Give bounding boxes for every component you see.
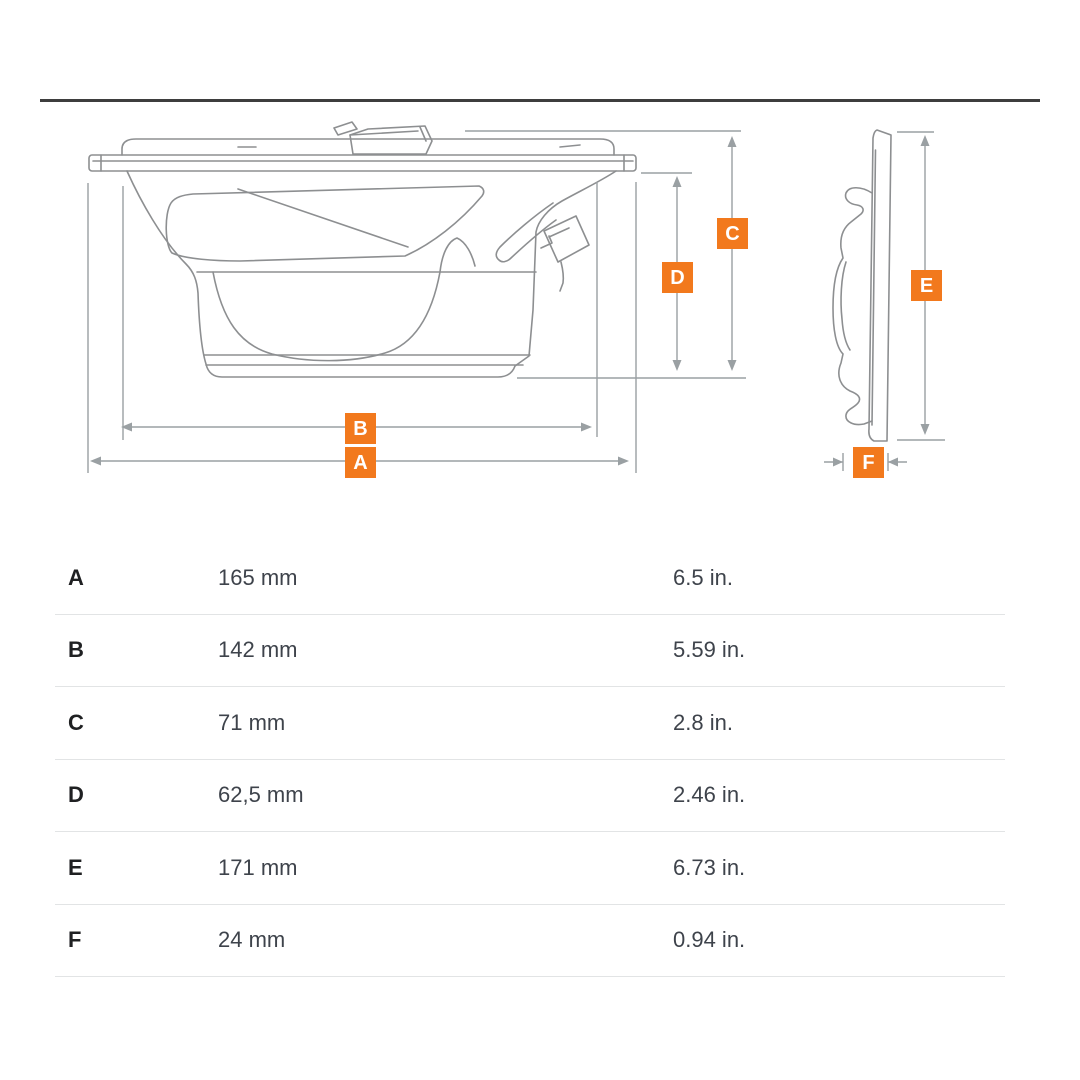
dim-letter: F (68, 927, 82, 953)
dim-metric: 62,5 mm (218, 782, 304, 808)
dim-metric: 24 mm (218, 927, 286, 953)
dim-metric: 71 mm (218, 709, 286, 735)
table-row: C 71 mm 2.8 in. (55, 687, 1005, 760)
dim-imperial: 6.73 in. (673, 854, 746, 880)
dimensions-table: A 165 mm 6.5 in. B 142 mm 5.59 in. C 71 … (55, 542, 1005, 977)
table-row: D 62,5 mm 2.46 in. (55, 760, 1005, 832)
dim-letter: A (68, 564, 84, 590)
dim-metric: 142 mm (218, 637, 298, 663)
dim-imperial: 6.5 in. (673, 564, 733, 590)
table-row: E 171 mm 6.73 in. (55, 832, 1005, 905)
top-divider-rule (40, 99, 1040, 102)
table-row: B 142 mm 5.59 in. (55, 615, 1005, 687)
dim-marker-f: F (853, 447, 884, 478)
dim-marker-e: E (911, 270, 942, 301)
speaker-cross-section (88, 121, 637, 378)
dim-marker-d: D (662, 262, 693, 293)
dim-letter: D (68, 782, 84, 808)
dim-letter: B (68, 637, 84, 663)
dim-imperial: 2.46 in. (673, 782, 746, 808)
table-row: A 165 mm 6.5 in. (55, 542, 1005, 615)
dim-letter: C (68, 709, 84, 735)
speaker-mounting-profile (832, 129, 892, 442)
table-row: F 24 mm 0.94 in. (55, 905, 1005, 977)
dim-imperial: 0.94 in. (673, 927, 746, 953)
dim-metric: 171 mm (218, 854, 298, 880)
dim-marker-b: B (345, 413, 376, 444)
dim-letter: E (68, 854, 83, 880)
dim-marker-c: C (717, 218, 748, 249)
dimension-lines (87, 130, 945, 473)
dim-imperial: 2.8 in. (673, 709, 733, 735)
dim-marker-a: A (345, 447, 376, 478)
dim-imperial: 5.59 in. (673, 637, 746, 663)
dim-metric: 165 mm (218, 564, 298, 590)
